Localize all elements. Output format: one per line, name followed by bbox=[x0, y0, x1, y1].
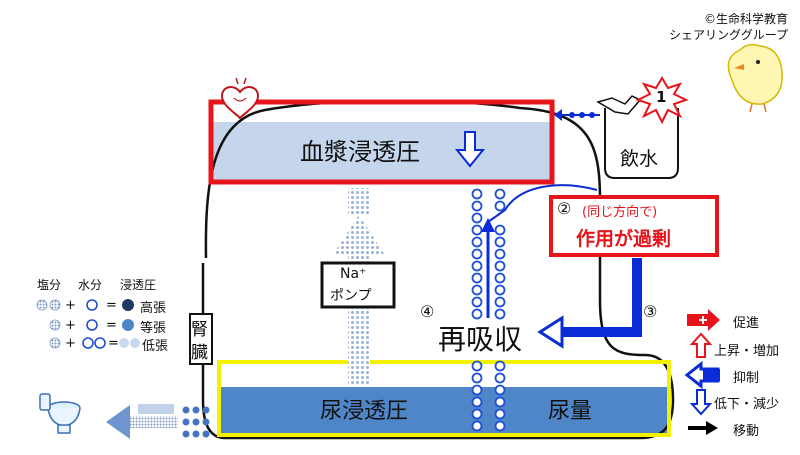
osm-legend-symbols bbox=[36, 299, 140, 349]
legend-equals-1: = bbox=[106, 298, 117, 313]
legend-header-salt: 塩分 bbox=[37, 278, 62, 292]
synergy-box bbox=[549, 195, 719, 257]
arrow-legend-inhibit: 抑制 bbox=[733, 371, 760, 386]
legend-plus-3: + bbox=[65, 336, 76, 351]
chick-mascot-icon bbox=[727, 43, 783, 113]
step-3: ③ bbox=[643, 302, 658, 321]
legend-equals-2: = bbox=[106, 318, 117, 333]
inhibit-arrow bbox=[560, 258, 642, 337]
na-pump-top bbox=[348, 188, 370, 215]
drinking-water-label: 飲水 bbox=[620, 148, 659, 170]
arrow-legend-decrease: 低下・減少 bbox=[714, 397, 780, 412]
arrow-legend-promote: 促進 bbox=[733, 316, 760, 331]
legend-row-label-1: 高張 bbox=[140, 301, 167, 316]
pump-label-2: ポンプ bbox=[330, 288, 372, 304]
plasma-band bbox=[211, 122, 552, 180]
urine-osmolarity-label: 尿浸透圧 bbox=[320, 399, 409, 424]
na-pump-arrowhead bbox=[333, 215, 385, 255]
synergy-label-2: 作用が過剰 bbox=[576, 228, 672, 250]
signal-line bbox=[487, 184, 598, 223]
urine-yellow-frame bbox=[217, 360, 671, 437]
arrow-legend-move: 移動 bbox=[733, 424, 760, 439]
urine-outflow-arrow bbox=[106, 404, 210, 439]
kidney-label-2: 臓 bbox=[191, 343, 208, 363]
legend-header-water: 水分 bbox=[78, 278, 103, 292]
legend-equals-3: = bbox=[108, 336, 119, 351]
cup-hand-icon bbox=[596, 95, 642, 115]
arrow-legend-increase: 上昇・増加 bbox=[714, 344, 780, 359]
water-circles bbox=[471, 188, 506, 432]
legend-plus-2: + bbox=[65, 318, 76, 333]
copyright-line1: ©生命科学教育 bbox=[703, 12, 788, 26]
toilet-icon bbox=[39, 393, 81, 434]
step-2: ② bbox=[557, 199, 572, 218]
urine-band bbox=[219, 387, 669, 435]
urine-volume-label: 尿量 bbox=[548, 399, 593, 424]
water-cup bbox=[604, 108, 679, 179]
legend-plus-1: + bbox=[65, 298, 76, 313]
intake-arrowhead bbox=[554, 109, 562, 121]
legend-header-osm: 浸透圧 bbox=[120, 278, 157, 292]
kidney-label-box bbox=[189, 313, 213, 365]
synergy-label-1: (同じ方向で) bbox=[582, 205, 658, 220]
copyright-line2: シェアリンググループ bbox=[668, 28, 788, 42]
plasma-red-frame bbox=[208, 99, 555, 185]
legend-row-label-2: 等張 bbox=[140, 321, 167, 336]
heart-icon bbox=[220, 77, 260, 120]
alert-burst-icon bbox=[635, 76, 689, 125]
step-4: ④ bbox=[420, 302, 435, 321]
pump-label-1: Na⁺ bbox=[340, 266, 367, 282]
plasma-decrease-arrow bbox=[454, 131, 486, 168]
arrow-legend-symbols bbox=[684, 309, 720, 435]
na-pump-box bbox=[320, 261, 396, 309]
inhibit-arrowhead bbox=[537, 315, 564, 349]
reabsorption-label: 再吸収 bbox=[438, 323, 523, 356]
step-1: 1 bbox=[656, 88, 667, 106]
plasma-osmolarity-label: 血漿浸透圧 bbox=[300, 138, 420, 166]
kidney-label-1: 腎 bbox=[191, 320, 208, 340]
legend-row-label-3: 低張 bbox=[142, 339, 169, 354]
